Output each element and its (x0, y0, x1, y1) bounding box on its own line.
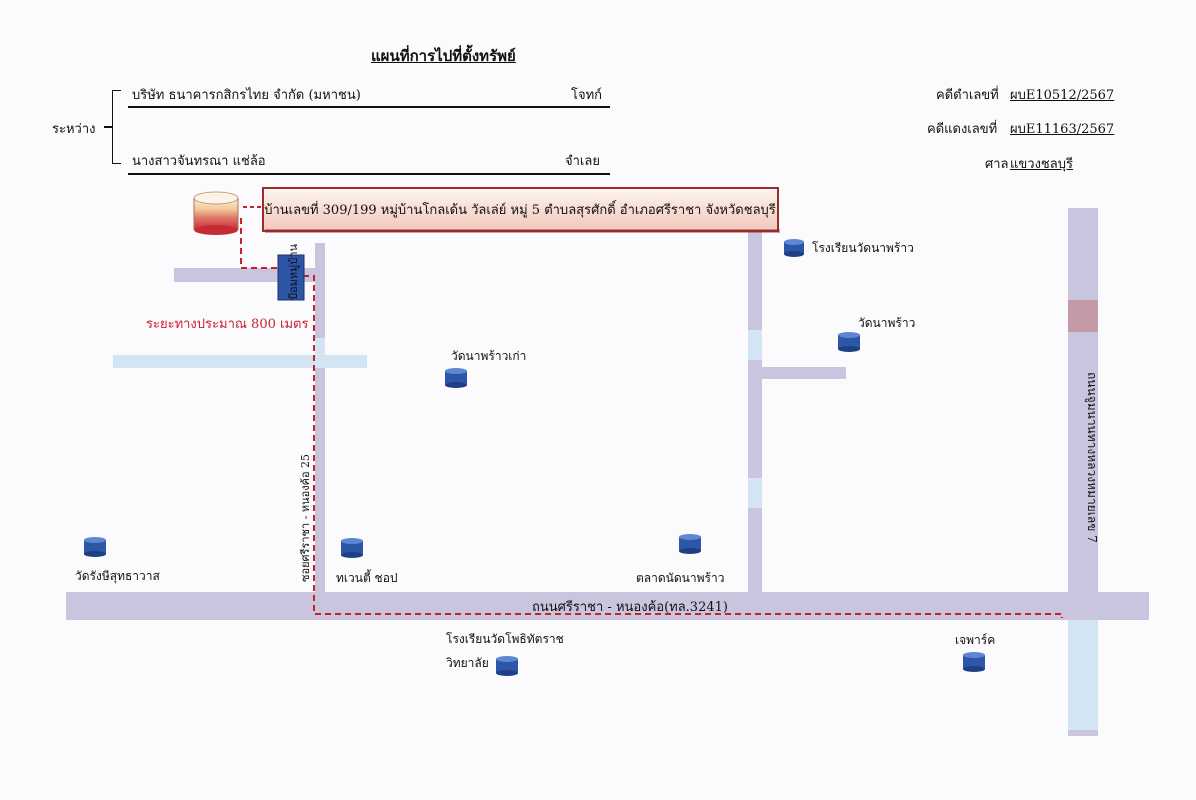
defendant-name: นางสาวจันทรณา แช่ล้อ (132, 154, 266, 169)
defendant-role: จำเลย (565, 154, 600, 169)
label-wat-naphrao-school: โรงเรียนวัดนาพร้าว (812, 241, 914, 255)
landmark-icons (84, 239, 985, 676)
bracket-icon (112, 90, 121, 164)
label-talad-naphrao: ตลาดนัดนาพร้าว (636, 571, 724, 585)
black-case-number: ผบE10512/2567 (1010, 88, 1115, 103)
landmark-icon-j-park (963, 652, 985, 672)
label-distance: ระยะทางประมาณ 800 เมตร (146, 317, 308, 332)
label-j-park: เจพาร์ค (955, 633, 995, 647)
label-soi-road: ซอยศรีราชา - หนองค้อ 25 (299, 454, 312, 582)
defendant-underline (128, 173, 610, 175)
label-school-line2: วิทยาลัย (446, 656, 489, 670)
landmark-icon-talad-naphrao (679, 534, 701, 554)
highway-accent (1068, 300, 1098, 332)
address-callout-box (262, 187, 779, 232)
landmark-icon-wat-rangsi (84, 537, 106, 557)
roads (66, 208, 1149, 736)
black-case-label: คดีดำเลขที่ (936, 88, 999, 103)
property-address: บ้านเลขที่ 309/199 หมู่บ้านโกลเด้น วัลเล… (264, 200, 776, 218)
landmark-icon-wat-naphrao-kao (445, 368, 467, 388)
landmark-icon-wat-naphrao-school (784, 239, 804, 257)
label-wat-rangsi: วัดรังษีสุทธาวาส (75, 569, 161, 584)
landmark-icon-school (496, 656, 518, 676)
red-case-label: คดีแดงเลขที่ (927, 122, 998, 137)
map-title: แผนที่การไปที่ตั้งทรัพย์ (371, 47, 516, 65)
east-road (748, 228, 762, 594)
bracket-tick (104, 126, 112, 128)
route-path (240, 218, 1063, 618)
between-label: ระหว่าง (52, 122, 96, 137)
plaintiff-role: โจทก์ (571, 88, 603, 103)
landmark-icon-twenty-shop (341, 538, 363, 558)
east-road-accent (748, 478, 762, 508)
plaintiff-underline (128, 106, 610, 108)
label-school-line1: โรงเรียนวัดโพธิทัตราช (446, 632, 564, 646)
east-road-accent (748, 330, 762, 360)
highway-accent (1068, 620, 1098, 730)
label-wat-naphrao-kao: วัดนาพร้าวเก่า (451, 349, 526, 363)
property-marker-icon (193, 191, 239, 235)
label-main-road: ถนนศรีราชา - หนองค้อ(ทล.3241) (532, 599, 728, 615)
soi-road-accent (315, 338, 325, 360)
plaintiff-name: บริษัท ธนาคารกสิกรไทย จำกัด (มหาชน) (132, 88, 361, 103)
village-gate-marker (277, 254, 305, 301)
label-highway: ถนนจูมนานทางหลวงหมายเลข 7 (1084, 372, 1099, 543)
label-wat-naphrao: วัดนาพร้าว (858, 316, 915, 330)
label-village-gate: ป้อมหมู่บ้าน (287, 243, 300, 300)
red-case-number: ผบE11163/2567 (1010, 122, 1115, 137)
main-road (66, 592, 1149, 620)
court-name: แขวงชลบุรี (1010, 157, 1073, 172)
soi-road (315, 243, 325, 593)
label-twenty-shop: ทเวนตี้ ชอป (336, 569, 398, 585)
crossroad-west (113, 355, 367, 368)
landmark-icon-wat-naphrao (838, 332, 860, 352)
court-label: ศาล (985, 157, 1009, 172)
address-callout-shadow (265, 229, 780, 233)
east-branch-road (748, 367, 846, 379)
